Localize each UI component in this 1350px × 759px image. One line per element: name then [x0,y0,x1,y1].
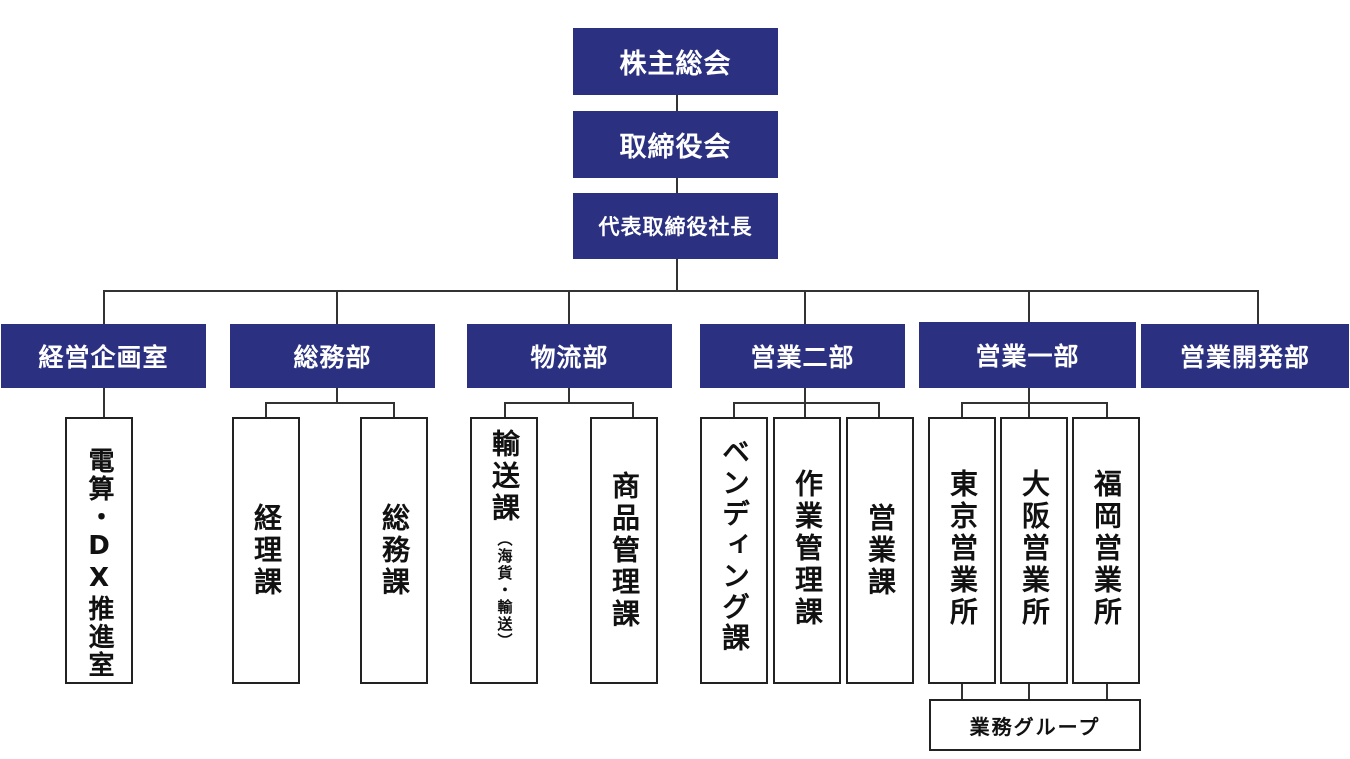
section-dx: 電算・DX推進室 [65,417,133,684]
shareholders-box: 株主総会 [573,28,778,95]
connector [393,402,395,418]
dept-planning: 経営企画室 [1,324,206,388]
connector [878,402,880,418]
dept-planning-label: 経営企画室 [38,343,169,372]
connector [961,402,963,418]
connector [568,290,570,324]
section-accounting-label: 経理課 [250,502,283,599]
section-goods-mgmt: 商品管理課 [590,417,658,684]
connector [265,402,395,404]
dept-sales-dev: 営業開発部 [1141,324,1349,388]
connector [336,290,338,324]
section-work-mgmt-label: 作業管理課 [791,469,824,629]
connector [1106,402,1108,418]
connector [632,402,634,418]
connector [804,290,806,324]
connector [336,388,338,403]
section-sales-label: 営業課 [864,502,897,599]
section-vending: ベンディング課 [700,417,768,684]
dept-sales1: 営業一部 [919,322,1136,388]
section-general-label: 総務課 [378,502,411,599]
dept-sales-dev-label: 営業開発部 [1179,343,1310,372]
connector [961,682,963,700]
connector [676,258,678,292]
president-box: 代表取締役社長 [573,193,778,259]
operations-group: 業務グループ [929,699,1141,751]
connector [103,290,1259,292]
section-work-mgmt: 作業管理課 [773,417,841,684]
dept-logistics-label: 物流部 [530,343,609,372]
connector [265,402,267,418]
connector [1257,290,1259,324]
connector [103,290,105,324]
board-label: 取締役会 [619,132,732,163]
connector [733,402,735,418]
section-transport: 輸送課 （海貨・輸送） [470,417,538,684]
board-box: 取締役会 [573,111,778,178]
office-osaka-label: 大阪営業所 [1018,469,1051,629]
connector [504,402,634,404]
section-general: 総務課 [360,417,428,684]
connector [1028,290,1030,324]
section-vending-label: ベンディング課 [718,437,751,654]
office-tokyo-label: 東京営業所 [946,469,979,629]
office-osaka: 大阪営業所 [1000,417,1068,684]
dept-sales2: 営業二部 [700,324,905,388]
dept-general-affairs-label: 総務部 [293,343,372,372]
office-fukuoka: 福岡営業所 [1072,417,1140,684]
connector [733,402,880,404]
connector [961,402,1108,404]
connector [504,402,506,418]
operations-group-label: 業務グループ [969,714,1101,739]
dept-general-affairs: 総務部 [230,324,435,388]
president-label: 代表取締役社長 [598,215,753,239]
section-transport-label: 輸送課 [488,429,521,525]
dept-sales1-label: 営業一部 [975,342,1080,371]
section-goods-mgmt-label: 商品管理課 [608,470,641,631]
connector [568,388,570,403]
shareholders-label: 株主総会 [619,49,732,80]
office-tokyo: 東京営業所 [928,417,996,684]
connector [1106,682,1108,700]
connector [103,388,105,418]
dept-sales2-label: 営業二部 [750,343,855,372]
section-sales: 営業課 [846,417,914,684]
section-transport-note: （海貨・輸送） [495,531,514,650]
office-fukuoka-label: 福岡営業所 [1090,469,1123,629]
section-accounting: 経理課 [232,417,300,684]
connector [1028,682,1030,700]
dept-logistics: 物流部 [467,324,672,388]
section-dx-label: 電算・DX推進室 [84,447,114,679]
